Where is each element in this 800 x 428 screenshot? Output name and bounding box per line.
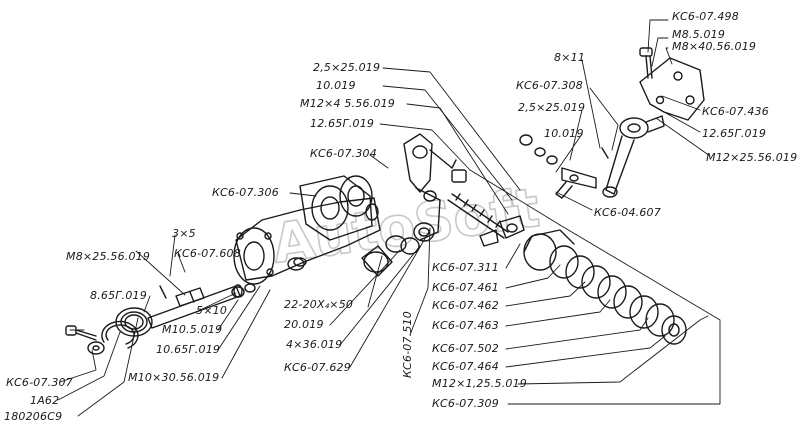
label-ks6-07-608: КС6-07.608 (174, 247, 241, 260)
label-1a62: 1А62 (30, 394, 60, 407)
bolt-m8-40 (639, 47, 653, 79)
label-12-65g-019-right: 12.65Г.019 (702, 127, 767, 140)
label-m12-25-56-019: М12×25.56.019 (706, 151, 798, 164)
label-22-20x4-50: 22-20Х₄×50 (284, 298, 354, 311)
label-ks6-07-463: КС6-07.463 (432, 319, 499, 332)
label-ks6-07-307: КС6-07.307 (6, 376, 73, 389)
retaining-ring (101, 320, 139, 349)
label-12-65g-019-top: 12.65Г.019 (310, 117, 375, 130)
label-m10-30-56-019: М10×30.56.019 (128, 371, 220, 384)
label-m12-1-25-5-019: М12×1,25.5.019 (432, 377, 527, 390)
spring-stack (523, 229, 687, 345)
label-2-5-25-019-top: 2,5×25.019 (313, 61, 381, 74)
label-ks6-07-436: КС6-07.436 (702, 105, 769, 118)
threaded-rod (447, 193, 509, 239)
label-4-36-019: 4×36.019 (286, 338, 343, 351)
bracket-plate (639, 57, 705, 121)
label-ks6-07-306: КС6-07.306 (212, 186, 279, 199)
main-housing (233, 197, 381, 285)
label-m8-5-019: М8.5.019 (672, 28, 726, 41)
label-ks6-04-607: КС6-04.607 (594, 206, 661, 219)
label-m8-25-56-019: М8×25.56.019 (66, 250, 151, 263)
bushings-middle (361, 222, 435, 277)
bearing-cartridge (299, 175, 379, 241)
label-ks6-07-308: КС6-07.308 (516, 79, 583, 92)
label-ks6-07-502: КС6-07.502 (432, 342, 499, 355)
rod-end-links (479, 215, 525, 247)
label-5-10: 5×10 (196, 304, 228, 317)
label-8-11: 8×11 (554, 51, 586, 64)
label-2-5-25-019-mid: 2,5×25.019 (518, 101, 586, 114)
label-10-019-top: 10.019 (316, 79, 356, 92)
fork-part (403, 133, 467, 241)
lever-arm (602, 115, 665, 198)
label-ks6-07-510: КС6-07.510 (401, 311, 414, 378)
label-m10-5-019: М10.5.019 (162, 323, 223, 336)
shaft-small-parts (159, 257, 305, 299)
bolt-m8-25 (65, 325, 105, 355)
label-ks6-07-304: КС6-07.304 (310, 147, 377, 160)
label-m12-4-5-56-019: М12×4 5.56.019 (300, 97, 395, 110)
label-20-019: 20.019 (284, 318, 324, 331)
label-180206s9: 180206С9 (4, 410, 63, 423)
label-ks6-07-464: КС6-07.464 (432, 360, 499, 373)
label-ks6-07-629: КС6-07.629 (284, 361, 351, 374)
label-10-65g-019: 10.65Г.019 (156, 343, 221, 356)
label-m8-40-56-019: М8×40.56.019 (672, 40, 757, 53)
label-8-65g-019: 8.65Г.019 (90, 289, 147, 302)
label-ks6-07-461: КС6-07.461 (432, 281, 499, 294)
label-ks6-07-311: КС6-07.311 (432, 261, 499, 274)
label-ks6-07-309: КС6-07.309 (432, 397, 499, 410)
label-10-019-mid: 10.019 (544, 127, 584, 140)
label-3-5: 3×5 (172, 227, 196, 240)
label-ks6-07-462: КС6-07.462 (432, 299, 499, 312)
small-washers-top (519, 134, 609, 199)
label-ks6-07-498: КС6-07.498 (672, 10, 739, 23)
leader-lines (57, 19, 721, 417)
